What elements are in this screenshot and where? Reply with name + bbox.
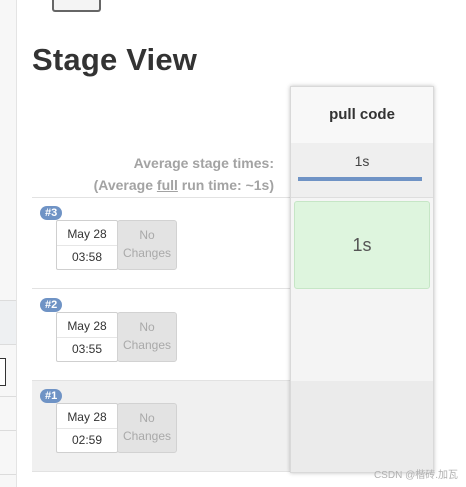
sidebar-divider bbox=[0, 300, 16, 301]
watermark: CSDN @楷砖.加瓦 bbox=[373, 470, 458, 481]
stage-column-pull-code: pull code 1s 1s bbox=[290, 86, 434, 473]
sidebar-divider bbox=[0, 396, 16, 397]
page-title: Stage View bbox=[32, 42, 198, 77]
build-date-box[interactable]: May 28 03:58 bbox=[56, 220, 118, 270]
row-divider bbox=[32, 288, 432, 289]
changes-line2: Changes bbox=[122, 429, 172, 443]
build-number-badge[interactable]: #3 bbox=[40, 206, 63, 220]
stage-header[interactable]: pull code bbox=[291, 87, 433, 144]
build-date-box[interactable]: May 28 02:59 bbox=[56, 403, 118, 453]
date-divider bbox=[57, 337, 117, 338]
stage-cell-empty bbox=[291, 290, 433, 381]
changes-line2: Changes bbox=[122, 338, 172, 352]
changes-box[interactable]: No Changes bbox=[117, 403, 177, 453]
build-number-badge[interactable]: #1 bbox=[40, 389, 63, 403]
stage-cell-success[interactable]: 1s bbox=[294, 201, 430, 289]
build-date: May 28 bbox=[67, 227, 107, 241]
avg-full-link[interactable]: full bbox=[156, 177, 178, 193]
row-divider bbox=[32, 197, 432, 198]
average-full-run-label: (Average full run time: ~1s) bbox=[94, 174, 274, 196]
build-number-badge[interactable]: #2 bbox=[40, 298, 63, 312]
row-divider bbox=[32, 380, 432, 381]
build-date: May 28 bbox=[67, 410, 107, 424]
build-time: 03:55 bbox=[71, 342, 103, 356]
sidebar-divider bbox=[0, 474, 16, 475]
build-date: May 28 bbox=[67, 319, 107, 333]
date-divider bbox=[57, 428, 117, 429]
changes-line1: No bbox=[139, 320, 155, 334]
left-sidebar bbox=[0, 0, 17, 487]
changes-box[interactable]: No Changes bbox=[117, 220, 177, 270]
job-icon bbox=[52, 0, 101, 12]
build-row: #3 May 28 03:58 No Changes bbox=[32, 198, 290, 288]
stage-average-bar bbox=[298, 177, 422, 181]
row-divider bbox=[32, 471, 432, 472]
stage-cell-empty bbox=[291, 381, 433, 472]
sidebar-band bbox=[0, 300, 16, 344]
build-row: #2 May 28 03:55 No Changes bbox=[32, 290, 290, 380]
date-divider bbox=[57, 245, 117, 246]
stage-average-time: 1s bbox=[354, 153, 370, 169]
average-stage-label: Average stage times: bbox=[133, 155, 274, 171]
build-row: #1 May 28 02:59 No Changes bbox=[32, 381, 290, 471]
changes-line2: Changes bbox=[122, 246, 172, 260]
stage-average-cell: 1s bbox=[291, 143, 433, 198]
sidebar-divider bbox=[0, 344, 16, 345]
sidebar-checkbox-edge[interactable] bbox=[0, 358, 6, 386]
changes-box[interactable]: No Changes bbox=[117, 312, 177, 362]
sidebar-divider bbox=[0, 430, 16, 431]
build-time: 02:59 bbox=[71, 433, 103, 447]
build-date-box[interactable]: May 28 03:55 bbox=[56, 312, 118, 362]
avg-full-prefix: (Average bbox=[93, 177, 157, 193]
changes-line1: No bbox=[139, 228, 155, 242]
average-times-label: Average stage times: (Average full run t… bbox=[94, 152, 274, 196]
build-time: 03:58 bbox=[71, 250, 103, 264]
changes-line1: No bbox=[139, 411, 155, 425]
avg-full-suffix: run time: ~1s) bbox=[177, 177, 274, 193]
